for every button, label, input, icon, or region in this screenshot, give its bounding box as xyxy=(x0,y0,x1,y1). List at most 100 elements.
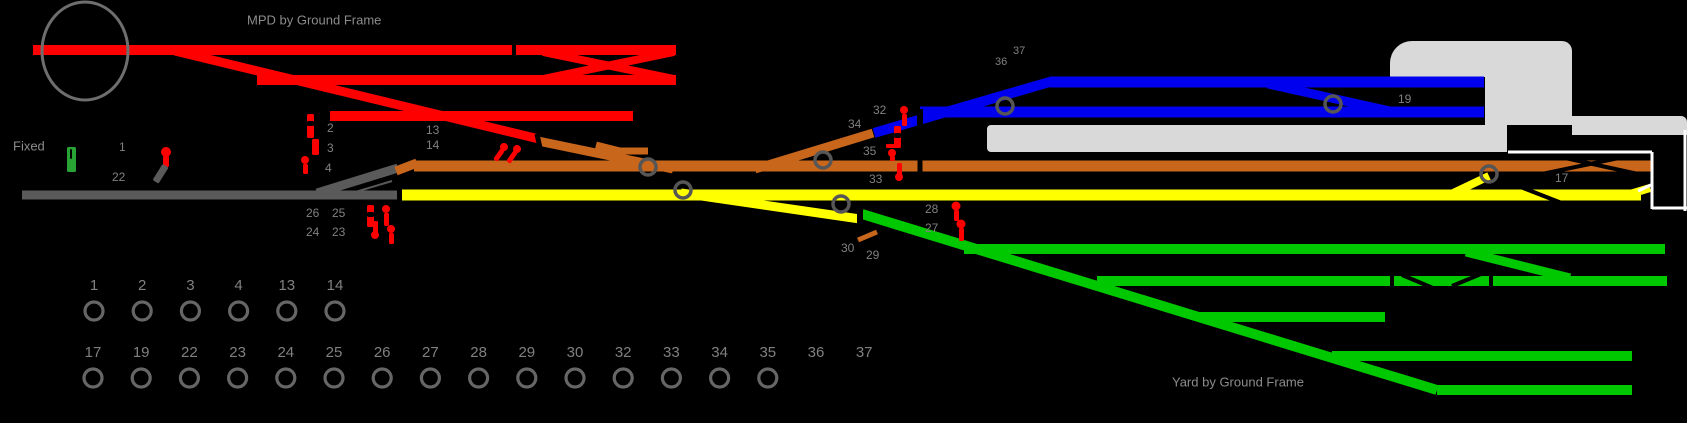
lever-label-24: 24 xyxy=(277,344,294,361)
signal-33-post xyxy=(895,173,903,181)
lever-label-14: 14 xyxy=(327,277,344,294)
lever-button-22[interactable] xyxy=(178,367,200,389)
lever-label-27: 27 xyxy=(422,344,439,361)
lever-button-19[interactable] xyxy=(130,367,152,389)
signal-25-post xyxy=(384,213,389,226)
release-ring-orange-bay-junction xyxy=(813,150,833,170)
fixed-signal xyxy=(70,149,72,159)
lever-button-17[interactable] xyxy=(82,367,104,389)
lever-button-2[interactable] xyxy=(131,300,153,322)
red-depot-diagonal xyxy=(173,46,541,144)
signal-35-post xyxy=(886,144,897,148)
signal-3-post xyxy=(312,139,319,155)
lever-button-14[interactable] xyxy=(324,300,346,322)
lever-label-19: 19 xyxy=(133,344,150,361)
lever-label-22: 22 xyxy=(181,344,198,361)
lever-button-3[interactable] xyxy=(179,300,201,322)
orange-diagonal-from-depot xyxy=(537,136,674,174)
lever-button-4[interactable] xyxy=(228,300,250,322)
signal-32-post xyxy=(900,106,908,114)
lever-button-32[interactable] xyxy=(612,367,634,389)
lever-button-24[interactable] xyxy=(275,367,297,389)
boundary-nub xyxy=(1637,182,1654,193)
lever-label-2: 2 xyxy=(138,277,146,294)
track-label-4: 4 xyxy=(325,161,332,175)
orange-up-diagonal-to-bay xyxy=(753,128,875,174)
lever-label-17: 17 xyxy=(85,344,102,361)
lever-label-3: 3 xyxy=(186,277,194,294)
release-ring-orange-west xyxy=(638,157,658,177)
track-label-23: 23 xyxy=(332,225,346,239)
lever-button-27[interactable] xyxy=(419,367,441,389)
track-label-19: 19 xyxy=(1398,92,1412,106)
signal-28-post xyxy=(951,201,961,211)
signal-35-post xyxy=(888,149,896,157)
turntable-icon xyxy=(40,0,130,102)
track-label-37: 37 xyxy=(1013,45,1025,57)
lever-button-26[interactable] xyxy=(371,367,393,389)
lever-button-23[interactable] xyxy=(227,367,249,389)
lever-label-34: 34 xyxy=(711,344,728,361)
lever-button-28[interactable] xyxy=(468,367,490,389)
lever-label-32: 32 xyxy=(615,344,632,361)
lever-button-33[interactable] xyxy=(660,367,683,389)
release-ring-yellow-junction xyxy=(673,180,693,200)
track-label-17: 17 xyxy=(1555,171,1569,185)
signal-13-post xyxy=(493,148,505,162)
lever-label-36: 36 xyxy=(808,344,825,361)
fixed-signal xyxy=(67,147,76,172)
release-ring-yellow-yard xyxy=(831,194,851,214)
platform-top xyxy=(1390,41,1572,77)
lever-label-37: 37 xyxy=(856,344,873,361)
lever-label-13: 13 xyxy=(278,277,295,294)
release-ring-blue-east xyxy=(1323,94,1343,114)
track-label-27: 27 xyxy=(925,221,939,235)
signal-28-post xyxy=(954,210,959,221)
signal-23-post xyxy=(387,225,395,233)
signal-35-post xyxy=(890,156,895,161)
platform-island xyxy=(987,125,1507,152)
signal-14-post xyxy=(506,150,518,164)
lever-button-34[interactable] xyxy=(708,367,731,389)
lever-button-35[interactable] xyxy=(757,367,779,389)
track-label-32: 32 xyxy=(873,103,887,117)
signal-22-post xyxy=(153,164,168,184)
track-label-29: 29 xyxy=(866,248,880,262)
track-label-36: 36 xyxy=(995,56,1007,68)
signal-2-post xyxy=(307,121,314,126)
signal-23-post xyxy=(389,233,394,244)
signal-13-post xyxy=(500,143,508,151)
lever-button-25[interactable] xyxy=(323,367,345,389)
gray-junction-diagonal xyxy=(315,163,400,198)
lever-button-13[interactable] xyxy=(276,300,298,322)
orange-entry-diagonal xyxy=(394,158,419,176)
gray-point-blade xyxy=(351,180,393,194)
signal-32-post xyxy=(902,114,907,126)
lever-button-30[interactable] xyxy=(564,367,586,389)
lever-label-29: 29 xyxy=(518,344,535,361)
station-diagonal-over-yellow xyxy=(1494,175,1573,209)
signal-22-post xyxy=(163,156,169,167)
yellow-yard-diagonal xyxy=(680,188,861,224)
lever-label-25: 25 xyxy=(326,344,343,361)
track-label-33: 33 xyxy=(869,172,883,186)
lever-button-1[interactable] xyxy=(83,300,105,322)
orange-stub-a xyxy=(595,141,621,155)
track-label-2: 2 xyxy=(327,121,334,135)
signal-27-post xyxy=(959,228,964,241)
release-ring-blue-lower xyxy=(995,96,1015,116)
signal-14-post xyxy=(513,145,521,153)
mpd-area-label: MPD by Ground Frame xyxy=(247,13,381,28)
track-label-25: 25 xyxy=(332,206,346,220)
track-label-35: 35 xyxy=(863,144,877,158)
lever-label-28: 28 xyxy=(470,344,487,361)
lever-button-29[interactable] xyxy=(516,367,538,389)
joint-red-orange xyxy=(534,133,543,149)
green-yard-crossover xyxy=(1464,247,1572,283)
track-label-14: 14 xyxy=(426,138,440,152)
station-crossover-b xyxy=(1507,152,1639,183)
signal-25-post xyxy=(382,205,390,213)
green-road2-vee-a xyxy=(1401,273,1434,290)
